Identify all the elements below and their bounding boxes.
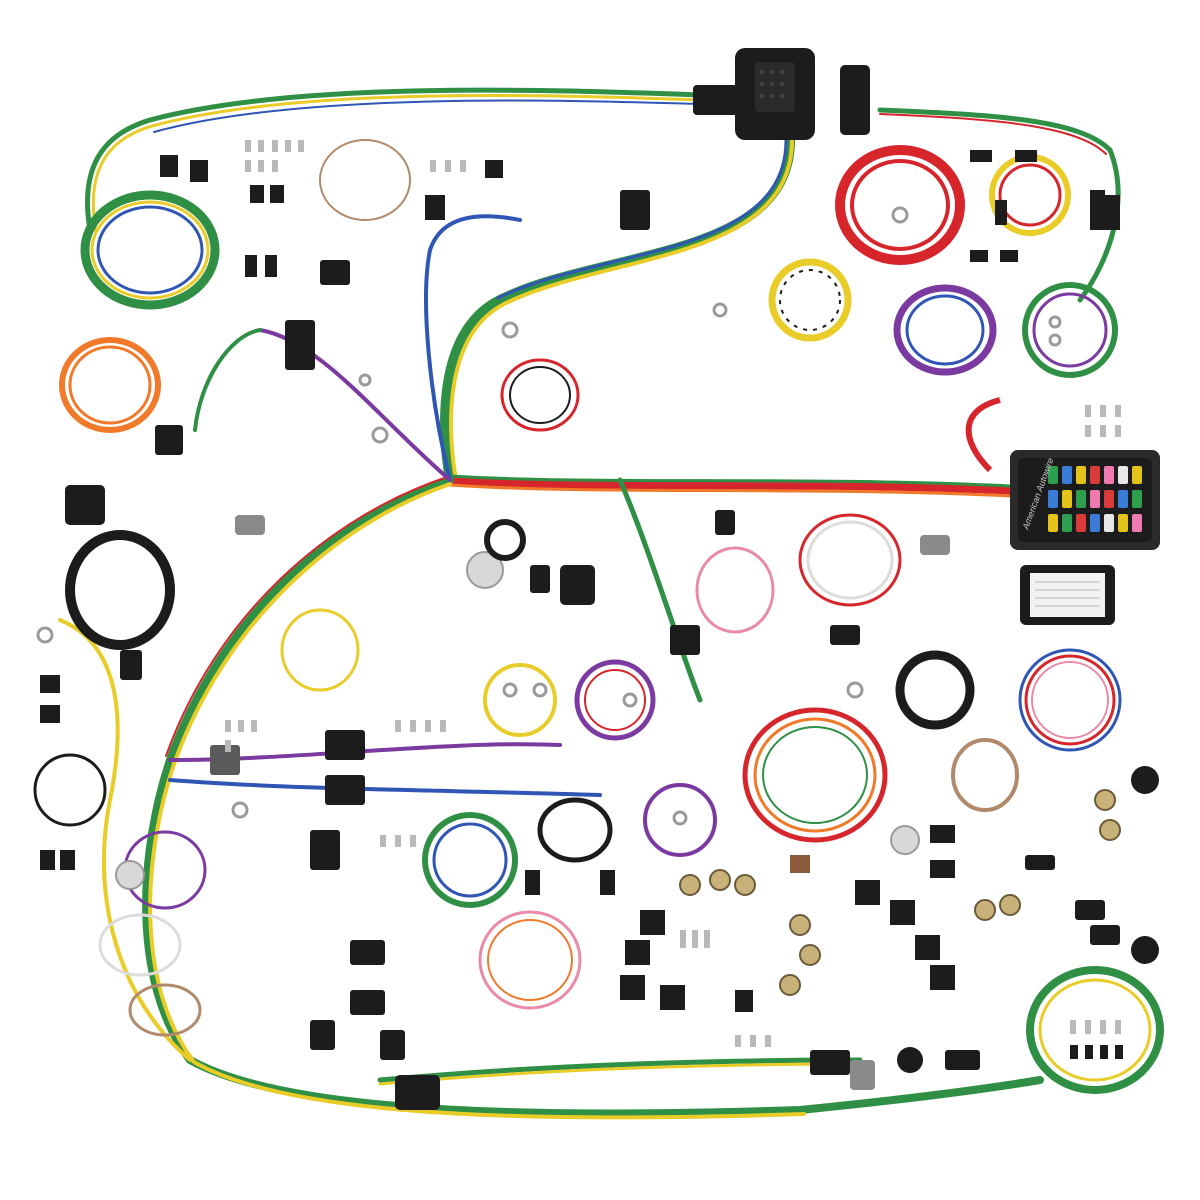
fuse-grid [1048,466,1142,532]
fuse-reference-card [1020,565,1115,625]
fuse [1076,466,1086,484]
fuse [1132,466,1142,484]
fuse [1076,490,1086,508]
fuse [1104,514,1114,532]
fuse [1118,490,1128,508]
fuse [1090,514,1100,532]
fuse [1118,514,1128,532]
blade-terminals [225,140,1123,1059]
wire-coils [33,139,1164,1094]
fuse [1104,490,1114,508]
fuse-box: American Autowire [965,397,1160,550]
fuse [1090,466,1100,484]
lamp-sockets [115,519,1159,1073]
ring-terminals [36,206,1062,826]
fuse [1048,490,1058,508]
fuse [1118,466,1128,484]
main-trunk-harness [58,87,1121,1120]
fuse [1062,490,1072,508]
fuse [1062,514,1072,532]
fuse [1104,466,1114,484]
fuse [1132,514,1142,532]
fuse [1076,514,1086,532]
fuse [1048,466,1058,484]
fuse [1090,490,1100,508]
bulkhead-connector [693,48,870,140]
fuse [1048,514,1058,532]
fuse [1132,490,1142,508]
connectors [40,150,1120,1110]
fuse [1062,466,1072,484]
